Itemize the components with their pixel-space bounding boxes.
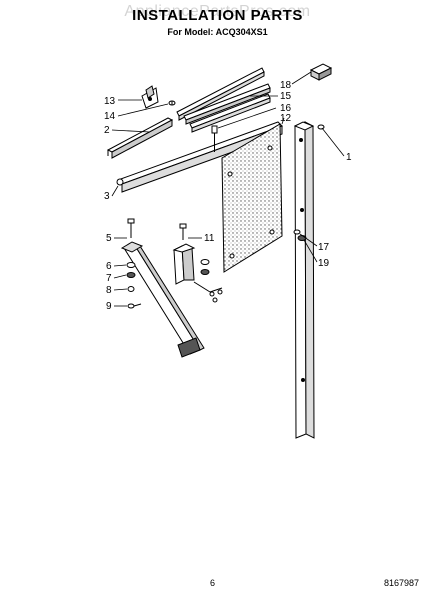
callout-7: 7 <box>106 273 112 284</box>
leader-lines <box>111 71 345 307</box>
page-number: 6 <box>210 578 216 588</box>
callout-1: 1 <box>346 152 352 163</box>
part-11-screw <box>179 223 187 240</box>
callout-labels: 13 14 2 3 5 6 7 8 9 11 18 15 16 12 1 17 … <box>104 80 352 312</box>
page-title: INSTALLATION PARTS <box>132 7 303 24</box>
part-17-screw <box>293 229 301 235</box>
callout-9: 9 <box>106 301 112 312</box>
part-6-washer <box>126 262 136 268</box>
document-number: 8167987 <box>384 578 420 588</box>
callout-8: 8 <box>106 285 112 296</box>
part-12-side-panel <box>221 123 283 273</box>
callout-3: 3 <box>104 191 110 202</box>
part-13-bracket <box>141 85 159 109</box>
part-5-screw <box>127 218 135 238</box>
part-18-foam-block <box>309 63 333 81</box>
part-1-screw <box>317 124 325 130</box>
callout-19: 19 <box>318 258 330 269</box>
part-7-washer <box>126 272 136 278</box>
part-9-screw <box>127 303 142 309</box>
part-14-screw <box>168 100 176 106</box>
part-15-top-rail <box>176 67 271 125</box>
watermark: AppliancePartsPros.com <box>124 3 311 20</box>
model-subtitle: For Model: ACQ304XS1 <box>167 27 268 37</box>
part-19-washer <box>297 235 307 241</box>
callout-6: 6 <box>106 261 112 272</box>
part-3-bottom-rail <box>116 121 283 193</box>
callout-18: 18 <box>280 80 292 91</box>
part-2-short-rail <box>106 117 174 159</box>
callout-12: 12 <box>280 113 292 124</box>
callout-16: 16 <box>280 103 292 114</box>
part-8-nut <box>127 286 135 292</box>
part-16-middle-rail <box>189 93 271 133</box>
callout-15: 15 <box>280 91 292 102</box>
callout-5: 5 <box>106 233 112 244</box>
callout-17: 17 <box>318 242 330 253</box>
part-11-bracket <box>172 243 223 303</box>
callout-11: 11 <box>204 233 215 244</box>
support-leg <box>120 241 205 358</box>
part-1-vertical-channel <box>293 121 315 439</box>
callout-14: 14 <box>104 111 116 122</box>
callout-13: 13 <box>104 96 116 107</box>
callout-2: 2 <box>104 125 110 136</box>
part-16-screw <box>211 125 218 152</box>
